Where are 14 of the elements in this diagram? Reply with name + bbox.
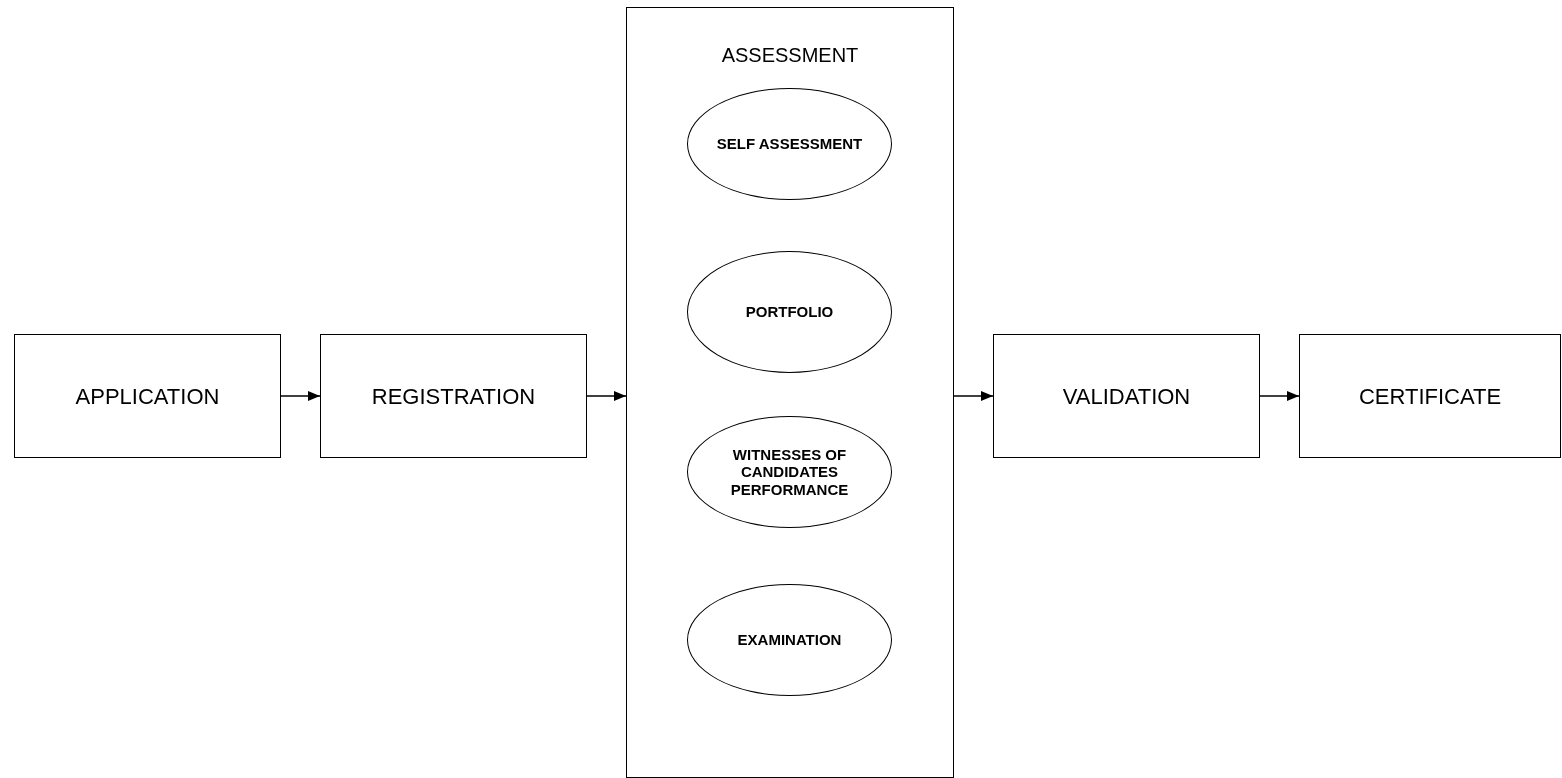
process-box: VALIDATION xyxy=(993,334,1260,458)
stage-panel xyxy=(626,7,954,778)
panel-heading: ASSESSMENT xyxy=(720,43,860,68)
arrow xyxy=(280,391,321,401)
process-box: REGISTRATION xyxy=(320,334,587,458)
method-ellipse: SELF ASSESSMENT xyxy=(687,88,892,200)
process-box: APPLICATION xyxy=(14,334,281,458)
arrow xyxy=(953,391,994,401)
method-ellipse: PORTFOLIO xyxy=(687,251,892,373)
method-ellipse: WITNESSES OF CANDIDATES PERFORMANCE xyxy=(687,416,892,528)
method-ellipse: EXAMINATION xyxy=(687,584,892,696)
arrow xyxy=(1259,391,1300,401)
process-box: CERTIFICATE xyxy=(1299,334,1561,458)
arrow xyxy=(586,391,627,401)
